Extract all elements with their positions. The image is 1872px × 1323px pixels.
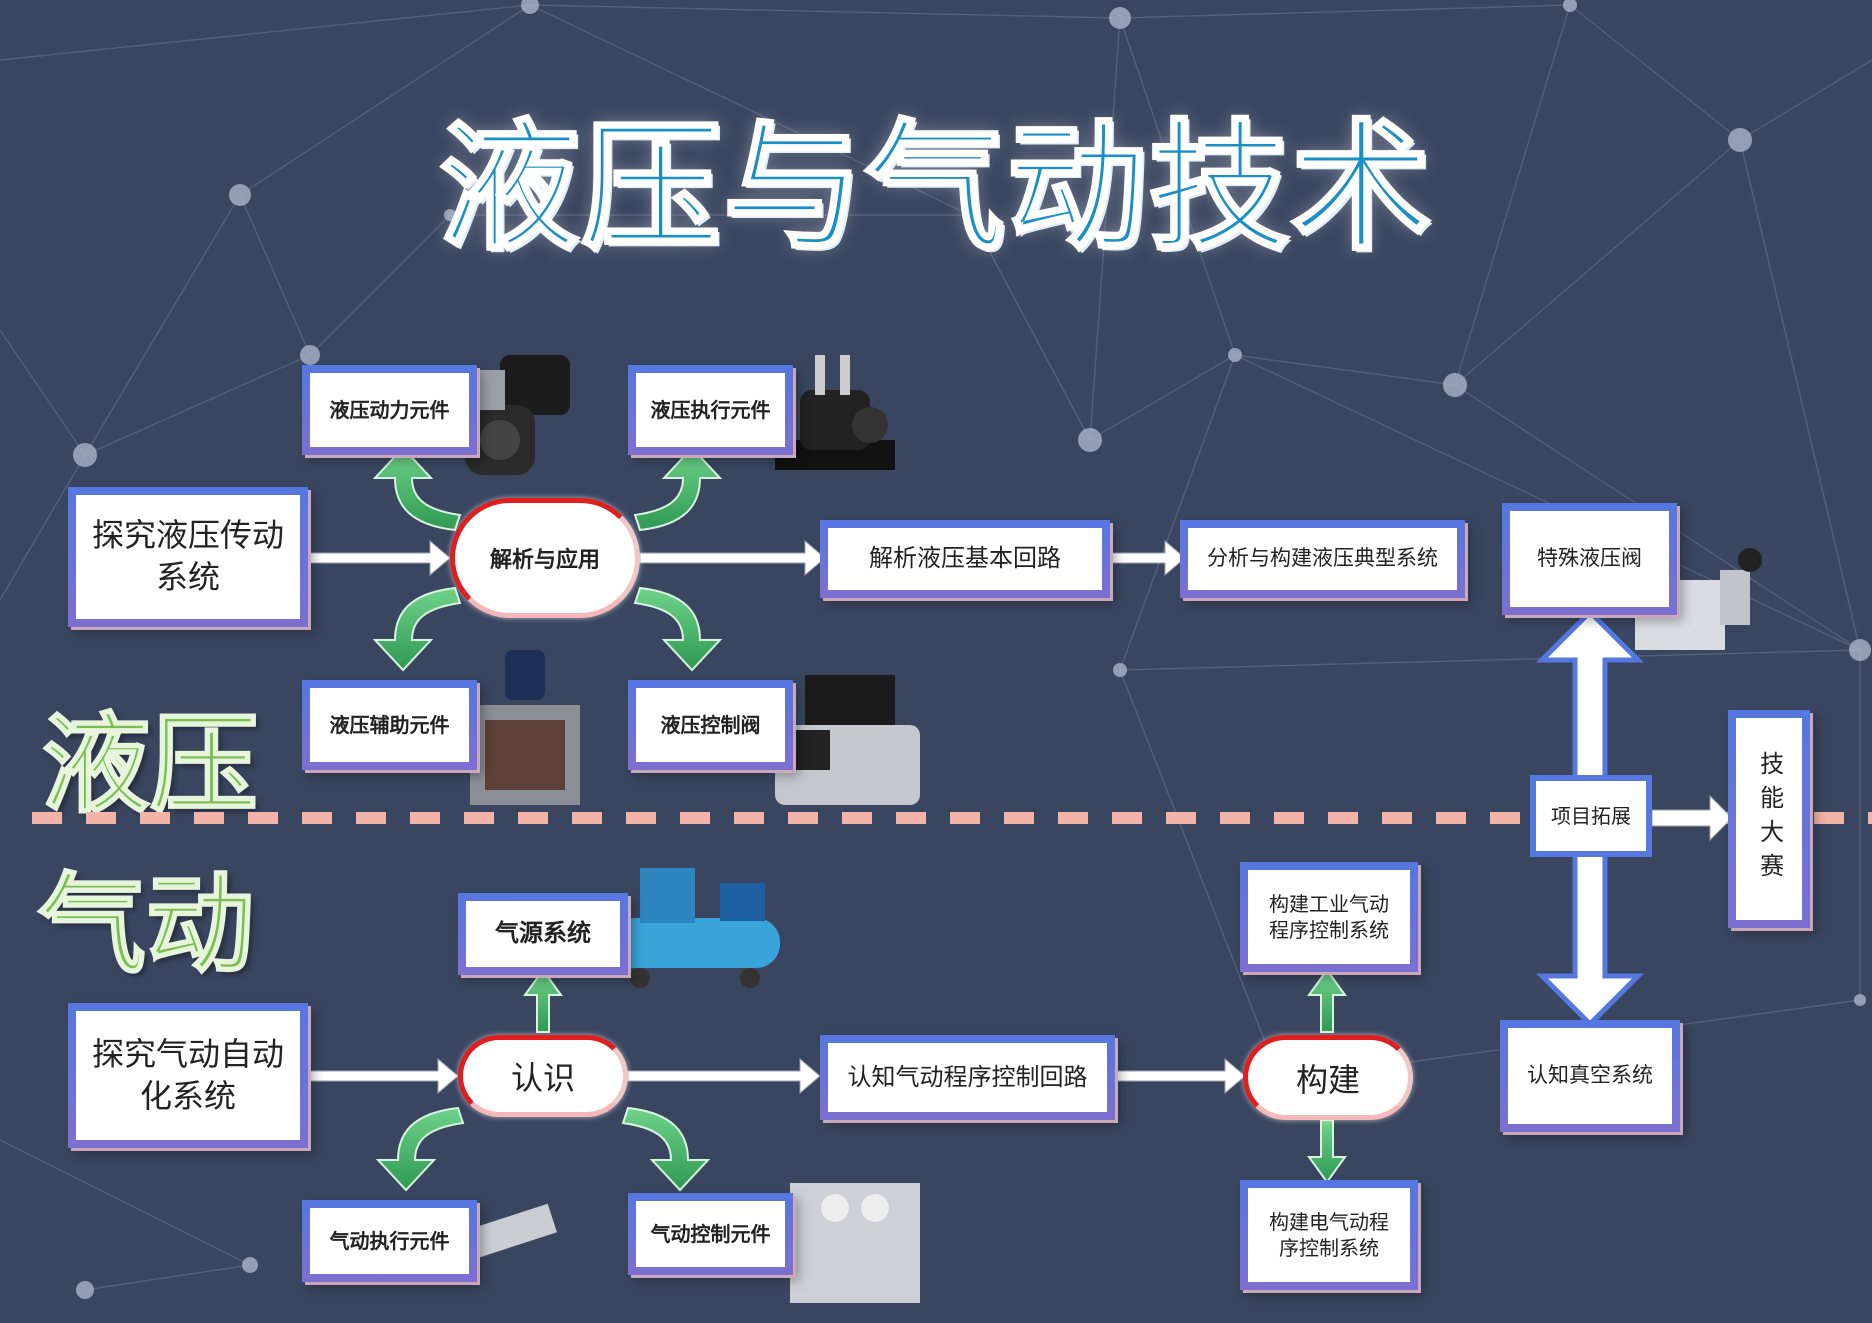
pneumatic-control-label: 气动控制元件 — [636, 1201, 785, 1267]
vacuum-system-label: 认知真空系统 — [1508, 1028, 1672, 1124]
hydraulic-typical-system-label: 分析与构建液压典型系统 — [1188, 528, 1457, 590]
recognize-node[interactable]: 认识 — [458, 1035, 628, 1117]
hydraulic-section-label: 液压 — [41, 702, 259, 829]
explore-pneumatic-label: 探究气动自动化系统 — [76, 1011, 300, 1140]
pneumatic-program-circuit-label: 认知气动程序控制回路 — [828, 1043, 1107, 1112]
industrial-pneumatic-box[interactable]: 构建工业气动程序控制系统 — [1240, 862, 1418, 972]
air-source-label: 气源系统 — [466, 901, 620, 967]
industrial-pneumatic-label: 构建工业气动程序控制系统 — [1248, 870, 1410, 964]
special-valve-label: 特殊液压阀 — [1510, 511, 1669, 607]
pneumatic-valve-image — [790, 1183, 920, 1303]
hydraulic-actuator-label: 液压执行元件 — [636, 373, 785, 447]
electro-pneumatic-label: 构建电气动程序控制系统 — [1248, 1188, 1410, 1282]
pneumatic-actuator-box[interactable]: 气动执行元件 — [302, 1200, 477, 1282]
hydraulic-auxiliary-box[interactable]: 液压辅助元件 — [302, 680, 477, 770]
analyze-apply-node[interactable]: 解析与应用 — [450, 498, 640, 618]
project-extension-box[interactable]: 项目拓展 — [1530, 775, 1652, 857]
special-valve-box[interactable]: 特殊液压阀 — [1502, 503, 1677, 615]
electro-pneumatic-box[interactable]: 构建电气动程序控制系统 — [1240, 1180, 1418, 1290]
hydraulic-power-box[interactable]: 液压动力元件 — [302, 365, 477, 455]
air-compressor-image — [610, 868, 780, 988]
pneumatic-control-box[interactable]: 气动控制元件 — [628, 1193, 793, 1275]
skill-contest-box[interactable]: 技能大赛 — [1728, 710, 1810, 928]
pneumatic-actuator-label: 气动执行元件 — [310, 1208, 469, 1274]
hydraulic-auxiliary-label: 液压辅助元件 — [310, 688, 469, 762]
hydraulic-power-label: 液压动力元件 — [310, 373, 469, 447]
build-node[interactable]: 构建 — [1243, 1035, 1413, 1120]
hydraulic-control-valve-box[interactable]: 液压控制阀 — [628, 680, 793, 770]
hydraulic-motor-image — [775, 355, 895, 470]
page-title: 液压与气动技术 — [437, 106, 1433, 272]
hydraulic-station-image — [470, 650, 580, 805]
vacuum-system-box[interactable]: 认知真空系统 — [1500, 1020, 1680, 1132]
explore-hydraulic-box[interactable]: 探究液压传动系统 — [68, 487, 308, 627]
hydraulic-control-valve-label: 液压控制阀 — [636, 688, 785, 762]
hydraulic-actuator-box[interactable]: 液压执行元件 — [628, 365, 793, 455]
air-source-box[interactable]: 气源系统 — [458, 893, 628, 975]
hydraulic-typical-system-box[interactable]: 分析与构建液压典型系统 — [1180, 520, 1465, 598]
explore-hydraulic-label: 探究液压传动系统 — [76, 495, 300, 619]
pneumatic-program-circuit-box[interactable]: 认知气动程序控制回路 — [820, 1035, 1115, 1120]
pneumatic-section-label: 气动 — [37, 862, 255, 989]
explore-pneumatic-box[interactable]: 探究气动自动化系统 — [68, 1003, 308, 1148]
hydraulic-basic-circuit-box[interactable]: 解析液压基本回路 — [820, 520, 1110, 598]
skill-contest-label: 技能大赛 — [1736, 718, 1802, 920]
hydraulic-power-unit-image — [450, 355, 570, 475]
project-extension-label: 项目拓展 — [1530, 775, 1652, 857]
hydraulic-basic-circuit-label: 解析液压基本回路 — [828, 528, 1102, 590]
hydraulic-valve-image — [775, 675, 920, 805]
